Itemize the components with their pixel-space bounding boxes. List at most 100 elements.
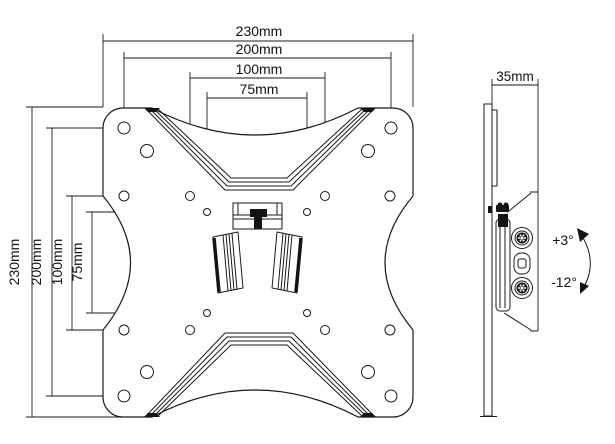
- mounting-hole-75: [303, 309, 311, 317]
- mounting-hole: [384, 190, 396, 202]
- pivot-screw-top: [511, 227, 533, 249]
- dimension-label: 35mm: [496, 69, 534, 84]
- dimension-label: 100mm: [236, 61, 283, 77]
- screw-dot: [522, 284, 525, 287]
- screw-ring: [514, 280, 530, 296]
- screw-dot: [524, 237, 526, 239]
- rib-line: [149, 108, 371, 187]
- mounting-plate-outline: [102, 107, 414, 418]
- center-hook-bracket: [232, 202, 283, 230]
- right-pad-edge: [294, 237, 303, 293]
- pivot-screw-bottom: [511, 277, 533, 299]
- rib-line: [145, 108, 375, 191]
- slot-hole: [517, 258, 527, 269]
- screw-dot: [519, 239, 522, 242]
- tilt-arc: [581, 235, 591, 286]
- arrow-up-icon: [577, 228, 589, 242]
- mounting-hole-200: [117, 389, 131, 403]
- dimension-label: 200mm: [236, 41, 283, 57]
- screw-center: [520, 236, 524, 240]
- dimension-label: 230mm: [236, 23, 283, 39]
- right-pad: [271, 231, 303, 294]
- rib-end-mark: [360, 108, 376, 112]
- mounting-hole: [140, 144, 154, 158]
- pad-line: [231, 233, 238, 290]
- screw-ring: [514, 230, 530, 246]
- mounting-hole-75: [203, 309, 211, 317]
- mounting-hole: [140, 365, 154, 379]
- tilt-down-label: -12°: [551, 274, 577, 290]
- dimension-label: 200mm: [28, 239, 44, 286]
- pad-line: [286, 234, 293, 292]
- rib-line: [149, 336, 371, 417]
- bottom-rib-band: [144, 332, 376, 417]
- knob-body: [498, 214, 508, 227]
- mounting-hole: [118, 190, 130, 202]
- tilt-up-label: +3°: [552, 232, 574, 248]
- pad-line: [228, 233, 235, 291]
- screw-dot: [524, 287, 526, 289]
- bracket-latch: [250, 209, 267, 217]
- mounting-hole: [361, 365, 375, 379]
- adjustment-slot: [513, 252, 531, 275]
- mounting-hole: [384, 324, 396, 336]
- wall-plate-profile: [480, 103, 498, 417]
- screw-dot: [522, 239, 525, 242]
- rib-line: [157, 344, 363, 417]
- dimension-label: 230mm: [6, 239, 22, 286]
- rib-line: [157, 108, 363, 179]
- left-pad-edge: [212, 237, 221, 293]
- dimension-label: 75mm: [240, 81, 279, 97]
- dimension-label: 100mm: [49, 239, 65, 286]
- screw-dot: [522, 289, 525, 292]
- rib-line: [153, 340, 367, 417]
- pad-line: [225, 234, 232, 291]
- front-view: 230mm 200mm 100mm 75mm 230mm: [6, 23, 414, 418]
- mounting-hole-200: [384, 121, 398, 135]
- rib-end-mark: [360, 413, 376, 417]
- dimension-top-230mm: 230mm: [102, 23, 414, 107]
- arm-edge: [503, 312, 532, 331]
- pad-line: [280, 233, 287, 291]
- screw-center: [520, 286, 524, 290]
- tilt-angle-annotation: +3° -12°: [551, 228, 591, 294]
- hook-mark: [488, 206, 492, 213]
- dimension-label: 75mm: [69, 243, 85, 282]
- rib-end-mark: [144, 413, 160, 417]
- screw-dot: [519, 284, 522, 287]
- clamp-pads: [212, 231, 303, 294]
- rib-end-mark: [144, 108, 160, 112]
- mounting-hole-100: [185, 191, 195, 201]
- screw-dot: [518, 287, 520, 289]
- pad-line: [283, 234, 290, 291]
- mounting-hole-200: [384, 389, 398, 403]
- dimension-side-35mm: 35mm: [491, 69, 539, 331]
- plate-tab: [491, 109, 498, 187]
- top-rib-band: [144, 108, 376, 191]
- screw-dot: [518, 237, 520, 239]
- mounting-hole-100: [185, 325, 195, 335]
- screw-dot: [519, 289, 522, 292]
- locking-knob: [496, 205, 509, 212]
- screw-dot: [519, 234, 522, 237]
- tilt-mechanism: [495, 202, 533, 312]
- pad-line: [277, 233, 284, 290]
- mounting-hole: [118, 324, 130, 336]
- wall-plate: [483, 103, 493, 417]
- mounting-hole-100: [320, 325, 330, 335]
- mounting-holes: [117, 121, 398, 403]
- rib-line: [153, 108, 367, 183]
- mounting-hole-75: [203, 208, 211, 216]
- bracket-latch-stem: [254, 217, 262, 229]
- mounting-hole-100: [320, 191, 330, 201]
- bracket-plate: [495, 218, 511, 312]
- rib-line: [145, 332, 375, 417]
- pad-line: [222, 234, 229, 292]
- mounting-hole: [361, 144, 375, 158]
- arrow-down-icon: [580, 282, 589, 294]
- mounting-hole-200: [117, 121, 131, 135]
- mounting-hole-75: [303, 208, 311, 216]
- side-view: 35mm: [480, 69, 591, 417]
